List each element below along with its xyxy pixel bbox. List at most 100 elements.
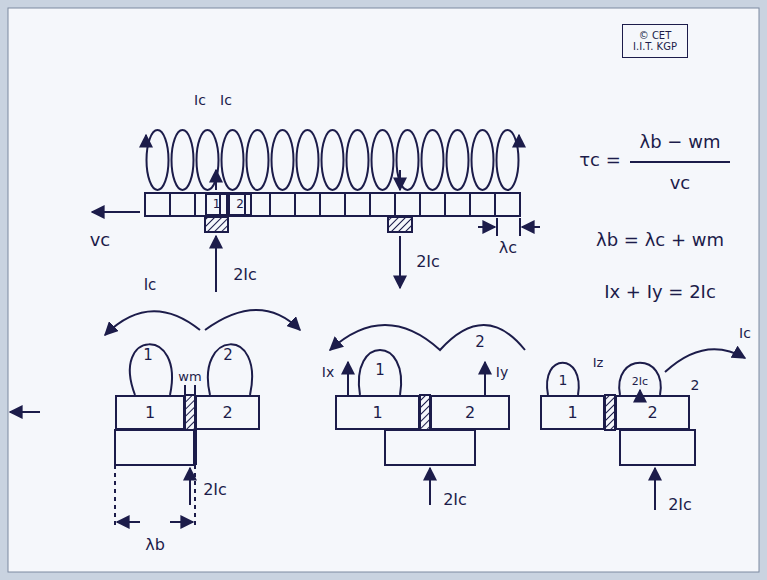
- field-loop: [322, 130, 344, 190]
- field-loop: [497, 130, 519, 190]
- loop-number: 2: [223, 348, 233, 363]
- current-label: 2Ic: [632, 376, 648, 387]
- field-arc: [105, 311, 200, 335]
- dimension-label: λb: [145, 537, 165, 553]
- current-label: Ix: [322, 365, 334, 379]
- formula: vc: [670, 174, 691, 192]
- dimension-ticks: [497, 218, 520, 236]
- current-label: Ic: [220, 93, 232, 107]
- field-loop: [447, 130, 469, 190]
- conductor-hatch: [605, 395, 615, 430]
- current-label: 2Ic: [233, 267, 257, 283]
- field-loop: [297, 130, 319, 190]
- dimension-arrow: [522, 226, 540, 228]
- field-loop: [272, 130, 294, 190]
- node-text: 2: [222, 404, 232, 422]
- strip-cell: 1: [115, 395, 185, 430]
- current-arrow: [215, 170, 217, 190]
- dimension-label: wm: [178, 370, 201, 383]
- field-loop: [130, 344, 172, 395]
- node-text: 1: [213, 198, 221, 211]
- conductor-hatch: [420, 395, 430, 430]
- field-loop: [547, 363, 579, 395]
- current-arrow: [215, 236, 217, 292]
- strip-cell: 2: [615, 395, 690, 430]
- fraction-bar: [630, 161, 730, 163]
- current-arrow: [654, 468, 656, 510]
- velocity-label: vc: [90, 231, 111, 249]
- field-loop: [472, 130, 494, 190]
- field-loop: [197, 130, 219, 190]
- current-arrow: [484, 362, 486, 395]
- dimension-arrow: [117, 521, 140, 523]
- field-loop: [422, 130, 444, 190]
- field-loop: [208, 344, 252, 395]
- node-text: 2: [236, 198, 244, 211]
- current-arrow: [189, 468, 191, 505]
- field-loop: [619, 363, 661, 395]
- field-loop: [222, 130, 244, 190]
- conductor-hatch: [185, 395, 195, 430]
- field-loop: [172, 130, 194, 190]
- loop-number: 2: [691, 378, 700, 392]
- loop-number: 1: [559, 373, 568, 387]
- lower-block: [620, 430, 695, 465]
- node-text: © CET I.I.T. KGP: [629, 30, 681, 52]
- field-loops: [147, 130, 519, 190]
- conductor-hatch: [388, 217, 412, 232]
- field-loop: [247, 130, 269, 190]
- field-loop: [397, 130, 419, 190]
- strip-cell: 2: [195, 395, 260, 430]
- loop-number: 2: [475, 335, 485, 350]
- loop-arrow: [518, 135, 520, 145]
- current-arrow: [429, 468, 431, 505]
- dimension-ticks: [185, 385, 195, 395]
- current-label: 2Ic: [443, 492, 467, 508]
- lower-block: [115, 430, 195, 465]
- node-text: 2: [647, 404, 657, 422]
- dimension-label: λc: [499, 240, 517, 256]
- strip-cell: 1: [205, 193, 228, 216]
- formula: λb = λc + wm: [596, 231, 724, 249]
- conductor-edge: [193, 430, 197, 465]
- strip-cell: 2: [228, 193, 252, 216]
- wire-strip: [145, 193, 520, 216]
- current-label: 2Ic: [203, 482, 227, 498]
- strip-dividers: [170, 193, 495, 216]
- strip-cell: 1: [540, 395, 605, 430]
- lower-block: [385, 430, 475, 465]
- current-label: Iz: [593, 356, 604, 369]
- node-text: 1: [145, 404, 155, 422]
- current-label: 2Ic: [668, 497, 692, 513]
- loop-number: 1: [143, 348, 153, 363]
- conductor-hatch: [205, 217, 228, 232]
- board: [8, 8, 759, 572]
- current-arrow: [399, 170, 401, 190]
- logo-box: © CET I.I.T. KGP: [622, 24, 688, 58]
- current-label: Ic: [194, 93, 206, 107]
- field-loop: [147, 130, 169, 190]
- loop-arrow: [145, 135, 147, 145]
- formula: Ix + Iy = 2Ic: [604, 283, 716, 301]
- current-label: Iy: [496, 365, 508, 379]
- formula: λb − wm: [640, 133, 721, 151]
- loop-number: 1: [375, 363, 385, 378]
- velocity-arrow: [92, 211, 140, 213]
- dimension-arrow: [170, 521, 193, 523]
- field-loop: [347, 130, 369, 190]
- node-text: 1: [372, 404, 382, 422]
- field-arc: [205, 310, 300, 330]
- current-arrow: [347, 362, 349, 395]
- strip-cell: 2: [430, 395, 510, 430]
- field-arc: [330, 325, 525, 350]
- dimension-extension: [115, 465, 195, 528]
- node-text: 1: [567, 404, 577, 422]
- current-label: Ic: [739, 326, 751, 340]
- velocity-arrow: [10, 411, 40, 413]
- current-arrow: [399, 236, 401, 288]
- dimension-arrow: [478, 226, 495, 228]
- field-loop: [359, 350, 401, 395]
- strip-cell: 1: [335, 395, 420, 430]
- field-loop: [372, 130, 394, 190]
